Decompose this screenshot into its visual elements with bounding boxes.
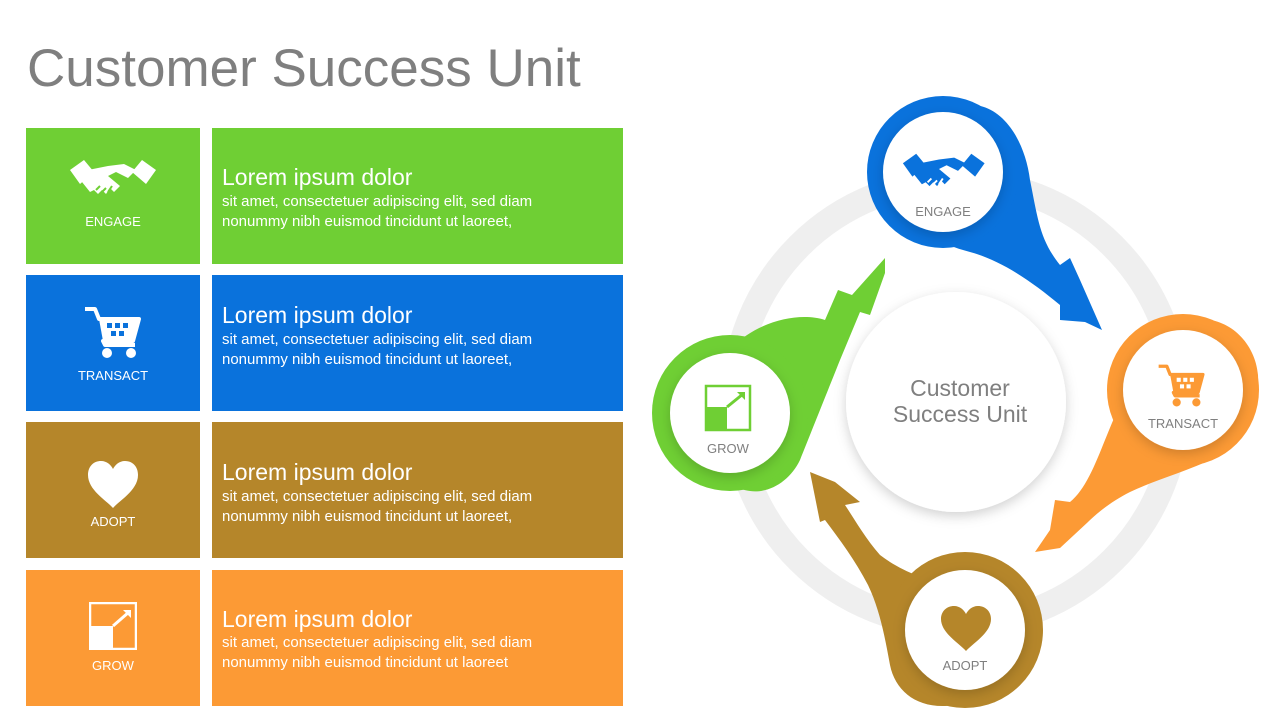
list-item-grow: GROW Lorem ipsum dolor sit amet, consect… [26,570,623,706]
adopt-text-panel: Lorem ipsum dolor sit amet, consectetuer… [212,422,623,558]
row-heading: Lorem ipsum dolor [222,606,413,632]
grow-icon-panel: GROW [26,570,200,706]
engage-node [883,112,1003,232]
transact-text-panel: Lorem ipsum dolor sit amet, consectetuer… [212,275,623,411]
center-title: Customer Success Unit [845,375,1075,427]
growth-chart-icon [89,602,137,650]
transact-icon-panel: TRANSACT [26,275,200,411]
center-circle [846,292,1066,512]
engage-node-label: ENGAGE [915,204,971,219]
row-body: sit amet, consectetuer adipiscing elit, … [222,192,602,232]
row-body-line: sit amet, consectetuer adipiscing elit, … [222,193,533,210]
row-heading: Lorem ipsum dolor [222,164,413,190]
heart-icon [88,461,138,508]
row-body-line: nonummy nibh euismod tincidunt ut laoree… [222,654,508,671]
handshake-icon [902,153,985,187]
adopt-label: ADOPT [90,514,136,529]
adopt-node-label: ADOPT [942,658,988,673]
grow-text-panel: Lorem ipsum dolor sit amet, consectetuer… [212,570,623,706]
row-body-line: nonummy nibh euismod tincidunt ut laoree… [222,508,513,525]
row-body: sit amet, consectetuer adipiscing elit, … [222,487,602,527]
cycle-diagram-graphic [652,96,1259,708]
row-heading: Lorem ipsum dolor [222,459,413,485]
row-body-line: sit amet, consectetuer adipiscing elit, … [222,488,533,505]
row-body: sit amet, consectetuer adipiscing elit, … [222,633,602,673]
adopt-icon-panel: ADOPT [26,422,200,558]
cart-icon [1158,364,1205,407]
transact-node-label: TRANSACT [1147,416,1219,431]
cart-icon [85,307,141,358]
row-body-line: sit amet, consectetuer adipiscing elit, … [222,634,533,651]
cycle-diagram: Customer Success Unit ENGAGE TRANSACT AD… [640,90,1280,720]
center-title-line: Customer [910,375,1010,401]
row-heading: Lorem ipsum dolor [222,302,413,328]
row-body-line: nonummy nibh euismod tincidunt ut laoree… [222,213,513,230]
list-item-adopt: ADOPT Lorem ipsum dolor sit amet, consec… [26,422,623,558]
page-title: Customer Success Unit [27,39,581,98]
engage-text-panel: Lorem ipsum dolor sit amet, consectetuer… [212,128,623,264]
transact-label: TRANSACT [77,368,149,383]
row-body-line: sit amet, consectetuer adipiscing elit, … [222,331,533,348]
list-item-engage: ENGAGE Lorem ipsum dolor sit amet, conse… [26,128,623,264]
grow-node [670,353,790,473]
list-item-transact: TRANSACT Lorem ipsum dolor sit amet, con… [26,275,623,411]
engage-label: ENGAGE [85,214,141,229]
heart-icon [941,606,991,651]
row-body-line: nonummy nibh euismod tincidunt ut laoree… [222,351,513,368]
grow-node-label: GROW [707,441,749,456]
handshake-icon [70,160,156,194]
center-title-line: Success Unit [892,401,1028,427]
engage-icon-panel: ENGAGE [26,128,200,264]
grow-label: GROW [92,658,134,673]
growth-chart-icon [704,384,752,432]
row-body: sit amet, consectetuer adipiscing elit, … [222,330,602,370]
